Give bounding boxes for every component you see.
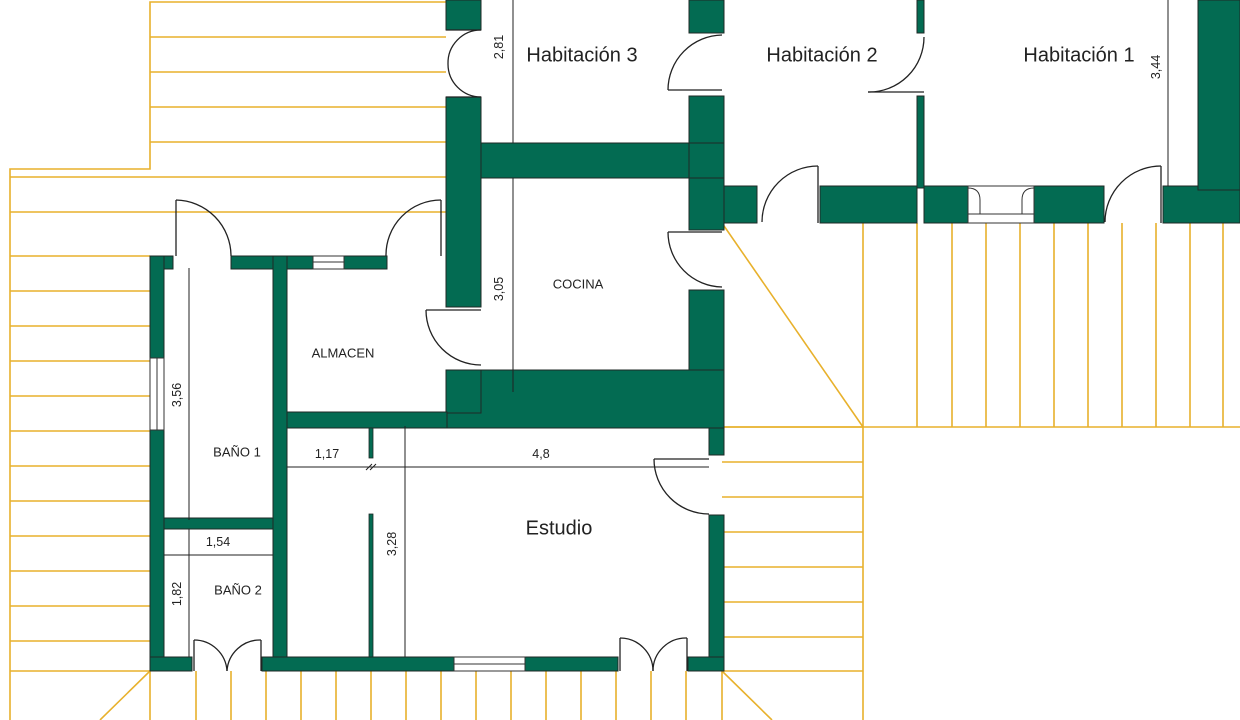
roof-eaves [9, 1, 1240, 720]
room-label-bano-1: BAÑO 1 [213, 444, 261, 460]
dimension-bano2-width: 1,54 [205, 535, 231, 549]
room-label-cocina: COCINA [552, 276, 604, 292]
room-label-habitacion-1: Habitación 1 [1023, 44, 1135, 67]
dimension-hab1-height: 3,44 [1149, 54, 1163, 80]
dimension-estudio-left-width: 1,17 [314, 447, 340, 461]
doors [175, 29, 1162, 672]
room-label-almacen: ALMACEN [311, 345, 375, 361]
room-label-bano-2: BAÑO 2 [214, 582, 262, 598]
dimension-estudio-width: 4,8 [532, 447, 550, 461]
dimension-estudio-height: 3,28 [385, 531, 399, 557]
walls [149, 0, 1240, 672]
dimension-bano1-height: 3,56 [170, 382, 184, 408]
room-label-habitacion-2: Habitación 2 [766, 44, 878, 67]
dimension-cocina-height: 3,05 [492, 276, 506, 302]
room-label-habitacion-3: Habitación 3 [526, 44, 638, 67]
dimension-hab3-height: 2,81 [492, 34, 506, 60]
dimension-lines [164, 0, 1169, 657]
room-label-estudio: Estudio [525, 517, 593, 540]
dimension-bano2-height: 1,82 [170, 581, 184, 607]
windows [149, 185, 1035, 672]
